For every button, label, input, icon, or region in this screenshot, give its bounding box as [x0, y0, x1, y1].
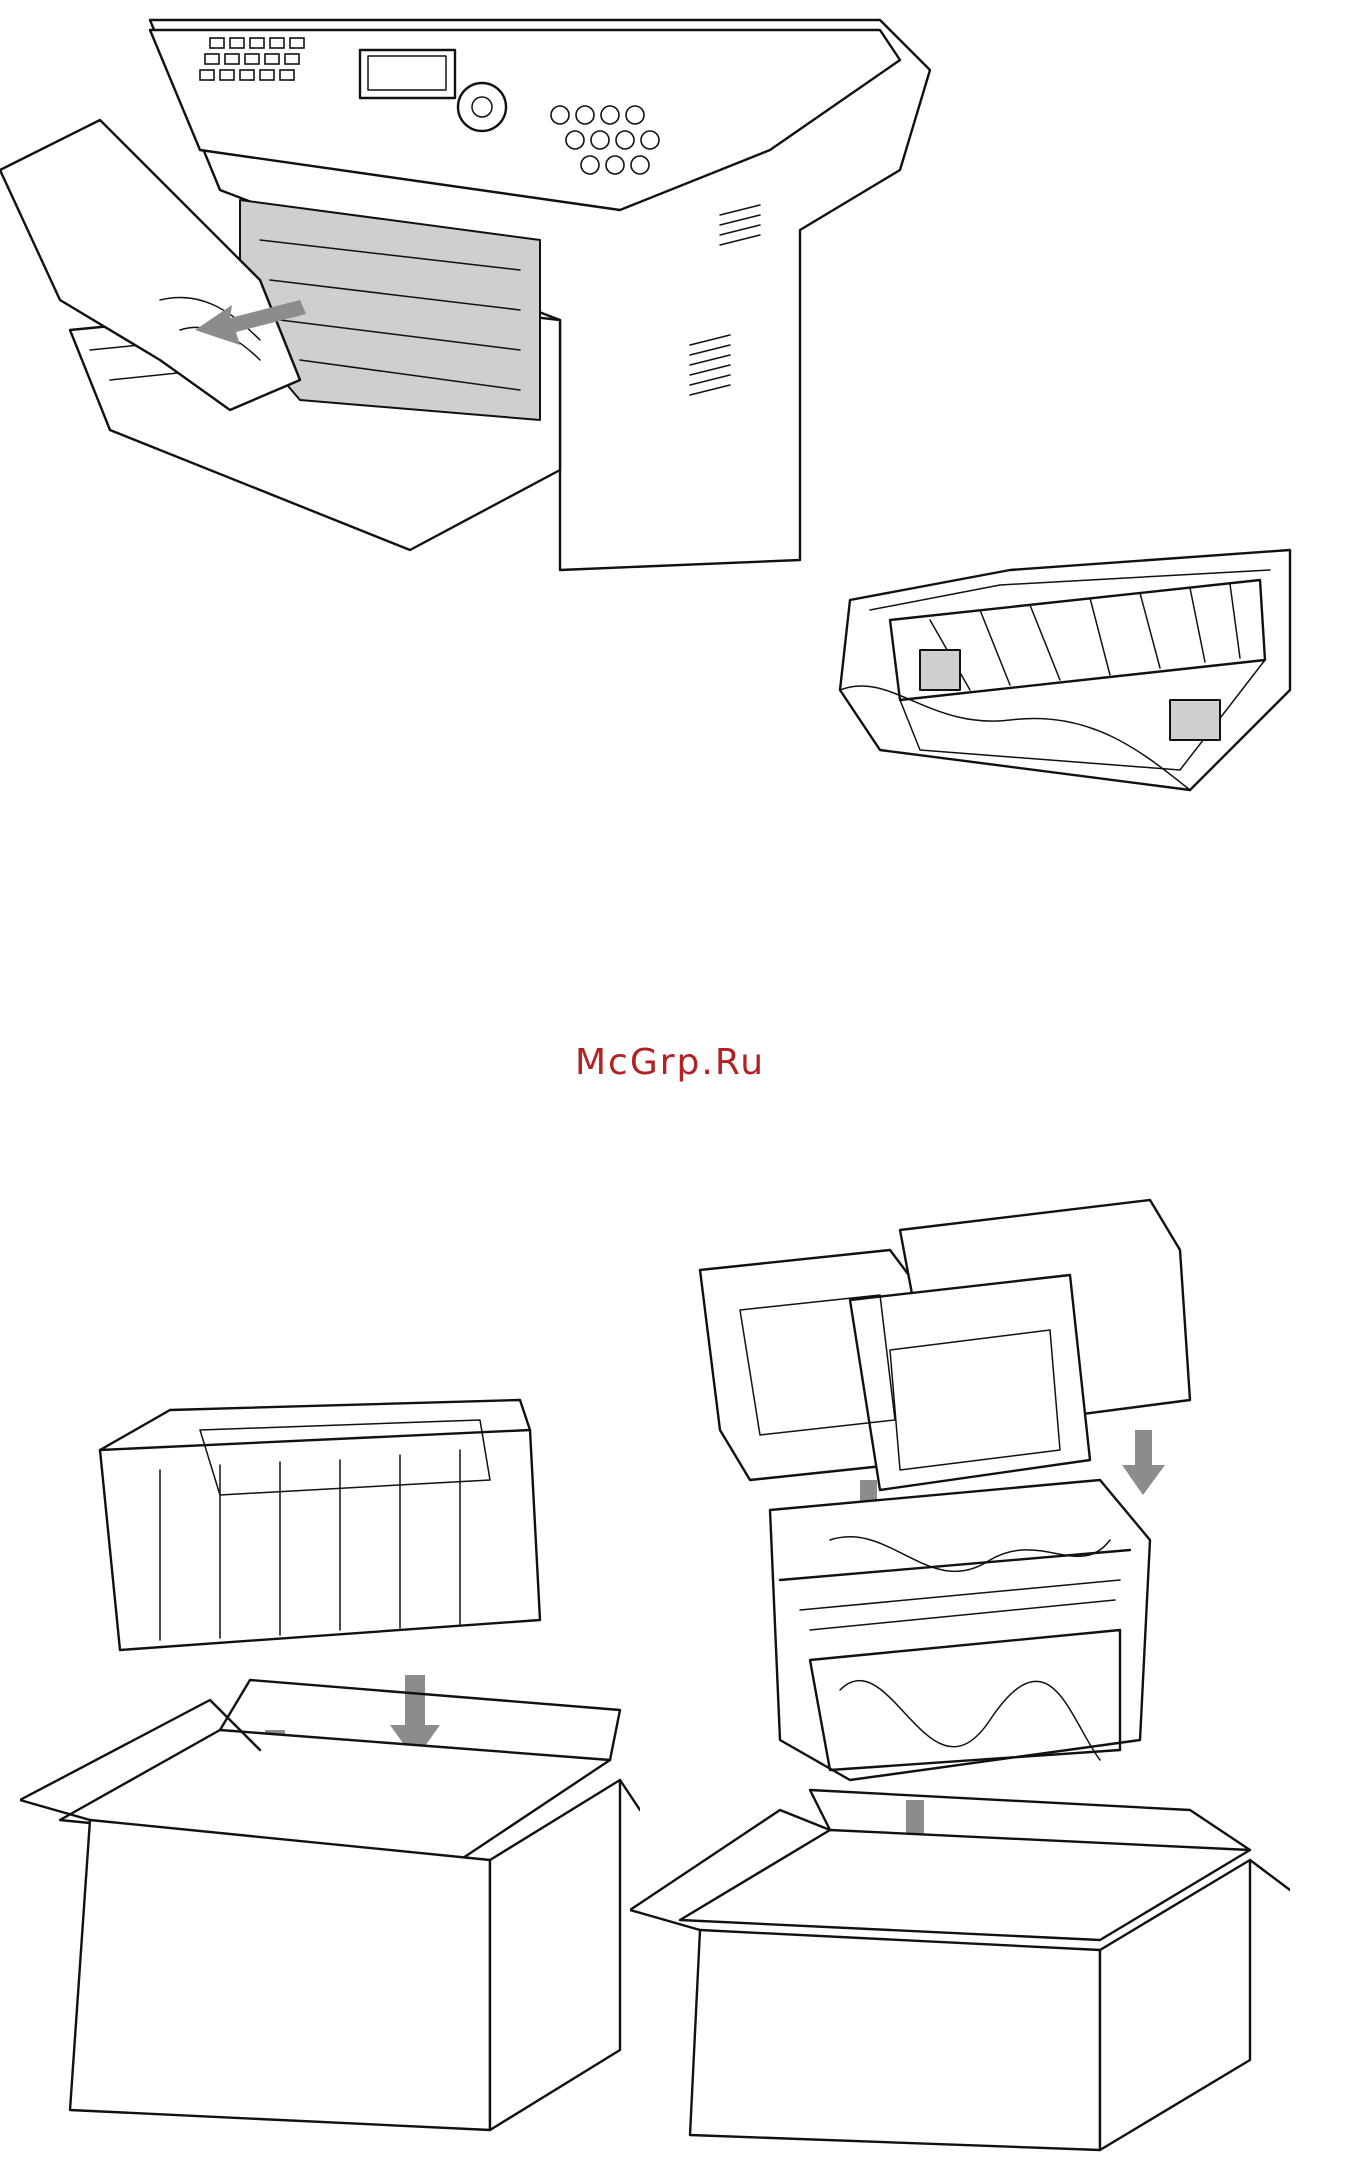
printer-with-foam-into-box-illustration: [630, 1160, 1290, 2160]
printer-drum-removal-illustration: [0, 0, 950, 580]
watermark-text: McGrp.Ru: [575, 1040, 795, 1086]
packing-foam-into-box-illustration: [20, 1390, 640, 2160]
drum-unit-in-plastic-bag-illustration: [810, 490, 1330, 820]
